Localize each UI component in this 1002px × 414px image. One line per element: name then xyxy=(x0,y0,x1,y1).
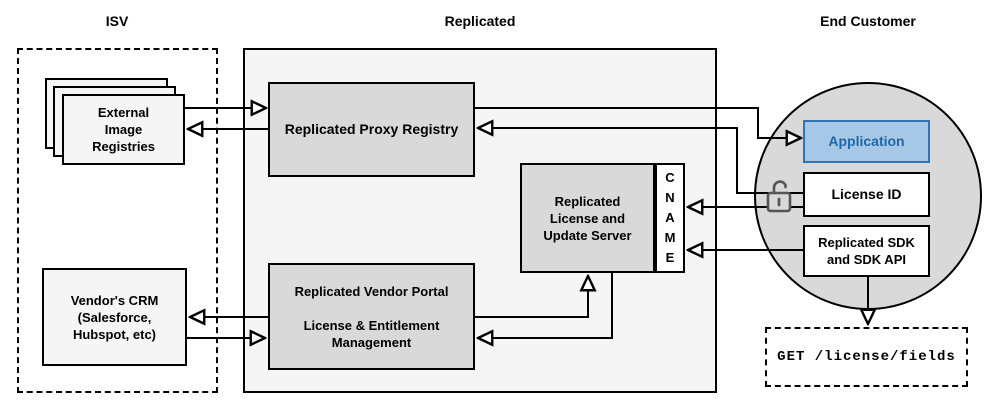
proxy-registry-label: Replicated Proxy Registry xyxy=(284,121,459,137)
end-customer-header: End Customer xyxy=(820,13,916,29)
vendor-portal-label: Replicated Vendor Portal License & Entit… xyxy=(294,283,449,350)
external-image-registries-label: External Image Registries xyxy=(92,105,155,154)
vendors-crm-node: Vendor's CRM (Salesforce, Hubspot, etc) xyxy=(42,268,187,366)
license-update-server-label: Replicated License and Update Server xyxy=(543,193,632,243)
license-id-node: License ID xyxy=(803,172,930,217)
proxy-registry-node: Replicated Proxy Registry xyxy=(268,82,475,177)
replicated-header: Replicated xyxy=(444,13,516,29)
api-request-label: GET /license/fields xyxy=(777,349,956,365)
application-label: Application xyxy=(828,133,905,149)
api-request-box: GET /license/fields xyxy=(765,327,968,387)
replicated-sdk-label: Replicated SDK and SDK API xyxy=(818,235,915,267)
license-id-label: License ID xyxy=(831,186,902,202)
license-update-server-node: Replicated License and Update Server xyxy=(520,163,655,273)
application-node: Application xyxy=(803,120,930,163)
vendors-crm-label: Vendor's CRM (Salesforce, Hubspot, etc) xyxy=(70,292,159,342)
external-image-registries-node: External Image Registries xyxy=(62,94,185,165)
open-padlock-icon xyxy=(766,180,792,213)
isv-header: ISV xyxy=(105,13,129,29)
replicated-sdk-node: Replicated SDK and SDK API xyxy=(803,225,930,277)
vendor-portal-node: Replicated Vendor Portal License & Entit… xyxy=(268,263,475,370)
cname-node: CNAME xyxy=(655,163,685,273)
cname-label: CNAME xyxy=(664,170,676,265)
